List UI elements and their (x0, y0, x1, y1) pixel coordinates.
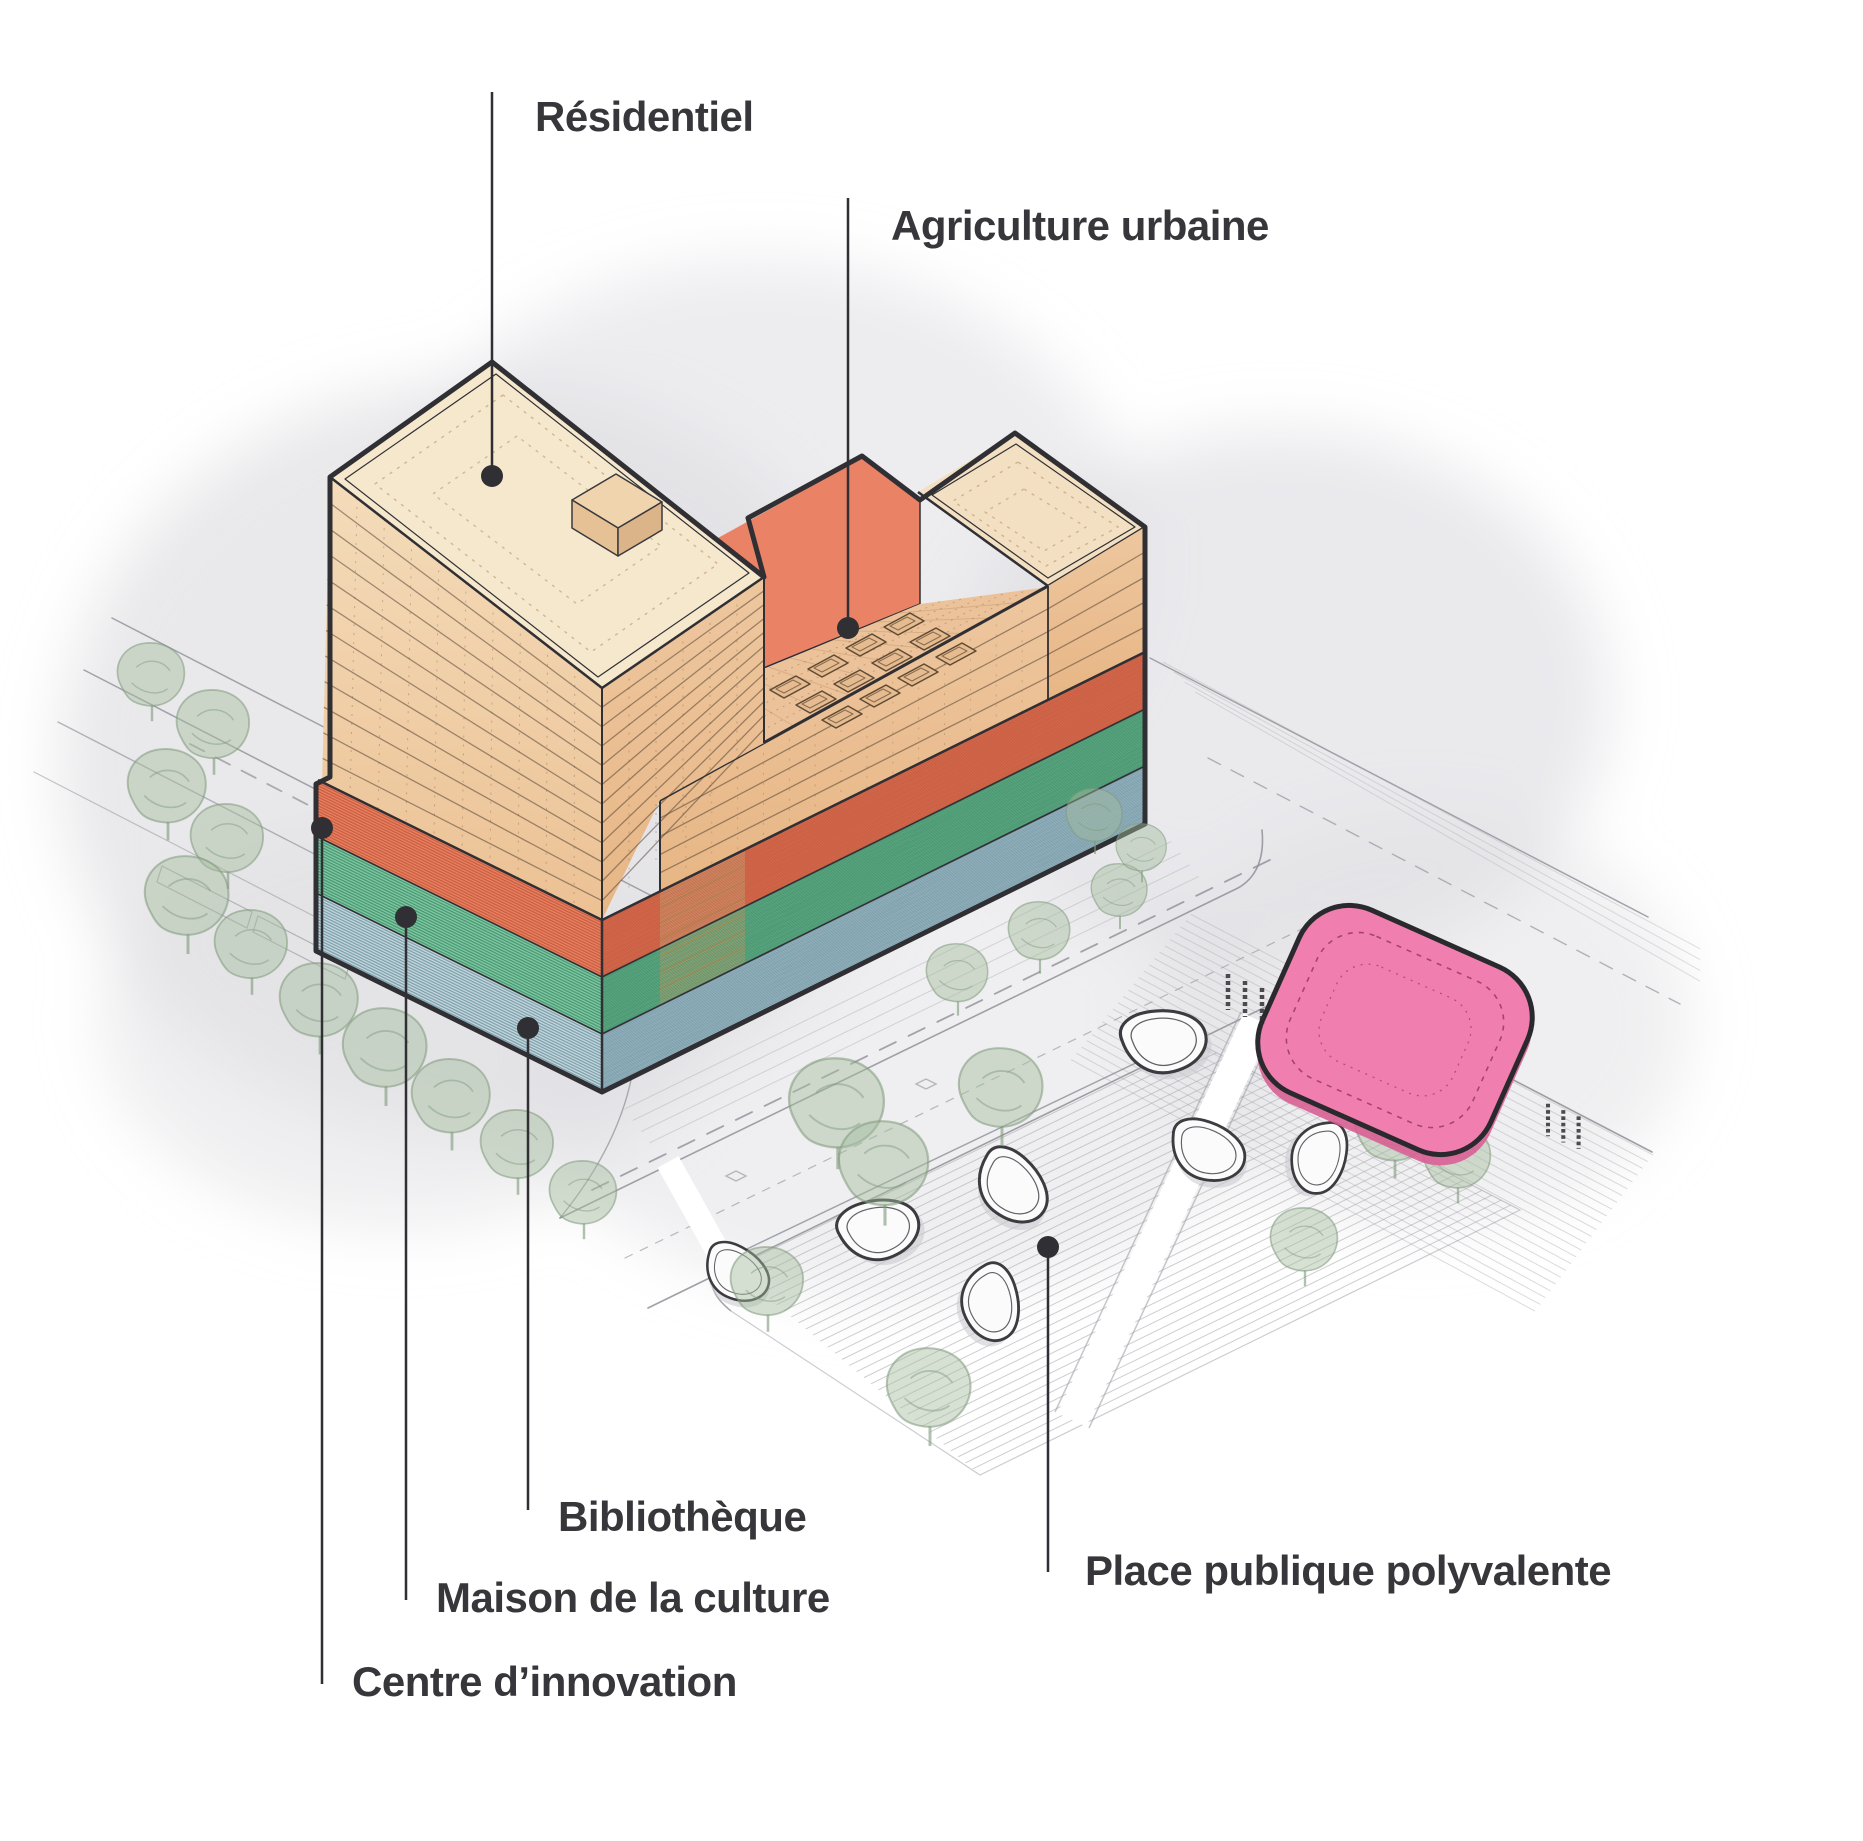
building (313, 359, 1148, 1095)
tower-roof (330, 362, 764, 688)
tower-wall-sw (322, 477, 602, 920)
street-front-curb (559, 829, 1264, 1219)
plaza-canopy (1255, 902, 1535, 1166)
label-bibliotheque: Bibliothèque (558, 1493, 806, 1540)
leader-dot-bibliotheque (517, 1017, 539, 1039)
leader-dot-agriculture (837, 617, 859, 639)
label-residentiel: Résidentiel (535, 93, 754, 140)
rooftop-box (571, 473, 663, 557)
label-maison-de-la-culture: Maison de la culture (436, 1574, 830, 1621)
terrace-planters (769, 612, 977, 729)
leader-dot-place (1037, 1236, 1059, 1258)
right-block-roof (918, 433, 1145, 586)
labels-layer: Résidentiel Agriculture urbaine Biblioth… (352, 93, 1612, 1705)
label-agriculture-urbaine: Agriculture urbaine (891, 202, 1269, 249)
building-silhouette (313, 359, 1148, 1095)
leader-dot-residentiel (481, 465, 503, 487)
leader-dots (311, 465, 1059, 1258)
leader-lines (320, 92, 1050, 1684)
leader-dot-maison (395, 906, 417, 928)
leader-dot-centre (311, 817, 333, 839)
front-sidewalk-hatch (624, 841, 1200, 1144)
ne-sidewalk-hatch (1162, 661, 1701, 982)
label-place-publique: Place publique polyvalente (1085, 1547, 1611, 1594)
label-centre-innovation: Centre d’innovation (352, 1658, 737, 1705)
street-cross-curb (1149, 657, 1649, 918)
